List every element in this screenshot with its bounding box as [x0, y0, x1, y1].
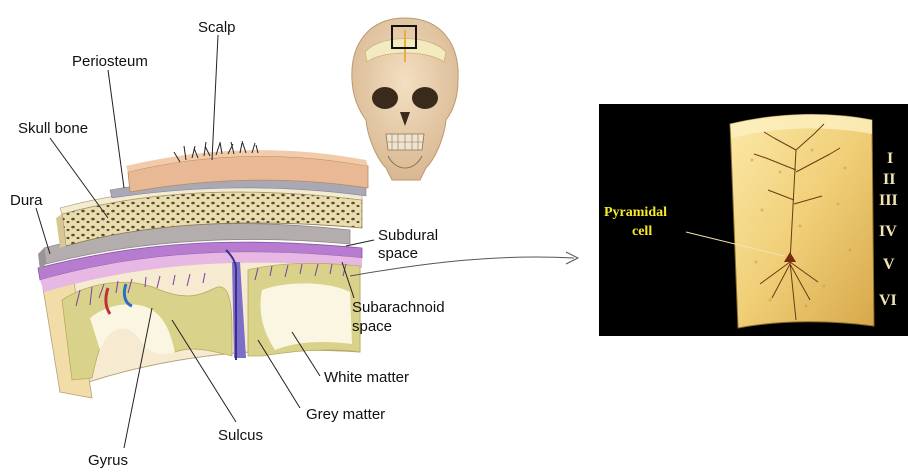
label-white-matter: White matter — [324, 369, 409, 386]
label-gyrus: Gyrus — [88, 452, 128, 469]
label-grey-matter: Grey matter — [306, 406, 385, 423]
label-sulcus: Sulcus — [218, 427, 263, 444]
label-skull-bone: Skull bone — [18, 120, 88, 137]
label-subarachnoid-line2: space — [352, 318, 392, 335]
cortex-inset: Pyramidal cell I II III IV V VI — [599, 104, 908, 336]
label-subarachnoid-line1: Subarachnoid — [352, 299, 445, 316]
label-scalp: Scalp — [198, 19, 236, 36]
layer-label-6: VI — [879, 292, 897, 309]
label-dura: Dura — [10, 192, 43, 209]
meninges-cross-section — [38, 141, 368, 398]
label-periosteum: Periosteum — [72, 53, 148, 70]
layer-label-1: I — [887, 150, 893, 167]
label-subdural-line1: Subdural — [378, 227, 438, 244]
layer-label-5: V — [883, 256, 895, 273]
white-matter-right — [261, 283, 352, 350]
label-subdural-line2: space — [378, 245, 418, 262]
layer-label-3: III — [879, 192, 898, 209]
label-pyramidal-line1: Pyramidal — [604, 205, 667, 220]
layer-label-2: II — [883, 171, 895, 188]
layer-label-4: IV — [879, 223, 897, 240]
skull-illustration — [352, 18, 458, 180]
label-pyramidal-line2: cell — [632, 224, 652, 239]
cortex-block — [730, 114, 874, 328]
